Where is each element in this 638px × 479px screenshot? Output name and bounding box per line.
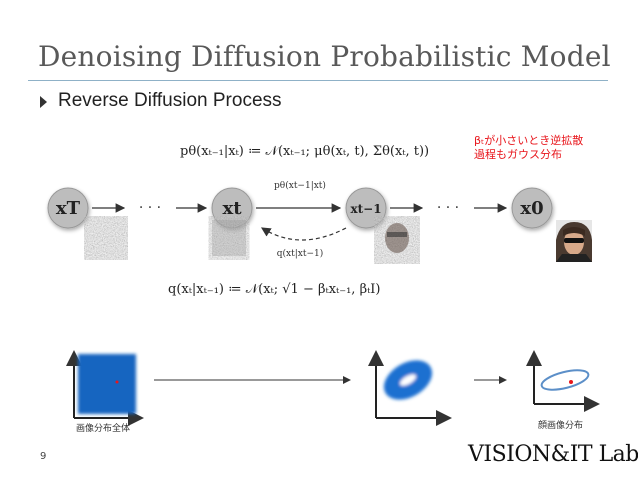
node-xt-minus-1 xyxy=(345,187,387,229)
full-distribution-plot xyxy=(66,350,144,426)
beta-note-line2: 過程もガウス分布 xyxy=(474,148,562,161)
slide-title: Denoising Diffusion Probabilistic Model xyxy=(38,40,611,73)
noise-image-xt-tint xyxy=(212,220,246,256)
node-xt-minus-1-label: xt−1 xyxy=(350,202,381,216)
page-number: 9 xyxy=(40,451,47,462)
label-p-theta: pθ(xt−1|xt) xyxy=(274,180,326,191)
node-xt-label: xt xyxy=(222,198,242,219)
face-sample-point xyxy=(569,380,573,384)
node-x0 xyxy=(511,187,553,229)
dots-right: · · · xyxy=(437,200,459,216)
title-rule xyxy=(28,80,608,81)
bullet-reverse-diffusion: Reverse Diffusion Process xyxy=(58,90,282,111)
caption-full-distribution: 画像分布全体 xyxy=(76,424,131,434)
dashed-arrow-forward xyxy=(260,227,347,241)
forward-process-equation: q(xₜ|xₜ₋₁) ≔ 𝒩(xₜ; √1 − βₜxₜ₋₁, βₜI) xyxy=(168,282,381,297)
face-photo-x0 xyxy=(556,220,592,262)
face-distribution-plot xyxy=(526,350,600,412)
node-xT-label: xT xyxy=(56,198,81,219)
bullet-arrow-icon xyxy=(40,96,47,108)
caption-face-distribution: 顔画像分布 xyxy=(538,421,584,431)
noise-image-xT xyxy=(88,220,124,256)
ring-distribution-plot xyxy=(368,350,452,426)
face-image-xt-minus-1 xyxy=(378,220,416,260)
face-ellipse xyxy=(540,369,590,391)
node-xT xyxy=(47,187,89,229)
reverse-process-equation: pθ(xₜ₋₁|xₜ) ≔ 𝒩(xₜ₋₁; μθ(xₜ, t), Σθ(xₜ, … xyxy=(180,144,430,159)
beta-note-line1: βₜが小さいとき逆拡散 xyxy=(474,134,584,147)
beta-note: βₜが小さいとき逆拡散 過程もガウス分布 xyxy=(474,134,583,162)
noise-image-xt xyxy=(212,220,246,256)
diffusion-chain-diagram: xT xt xt−1 x0 · · · pθ(xt−1|xt) q(xt|xt−… xyxy=(47,180,592,262)
uniform-blue-square xyxy=(78,354,136,414)
dots-left: · · · xyxy=(139,200,161,216)
ring-blob xyxy=(383,360,433,400)
distribution-diagram xyxy=(66,350,600,426)
lab-logo: VISION&IT Lab xyxy=(468,442,638,467)
label-q: q(xt|xt−1) xyxy=(277,248,323,259)
sample-point xyxy=(115,380,119,384)
node-x0-label: x0 xyxy=(520,198,543,219)
